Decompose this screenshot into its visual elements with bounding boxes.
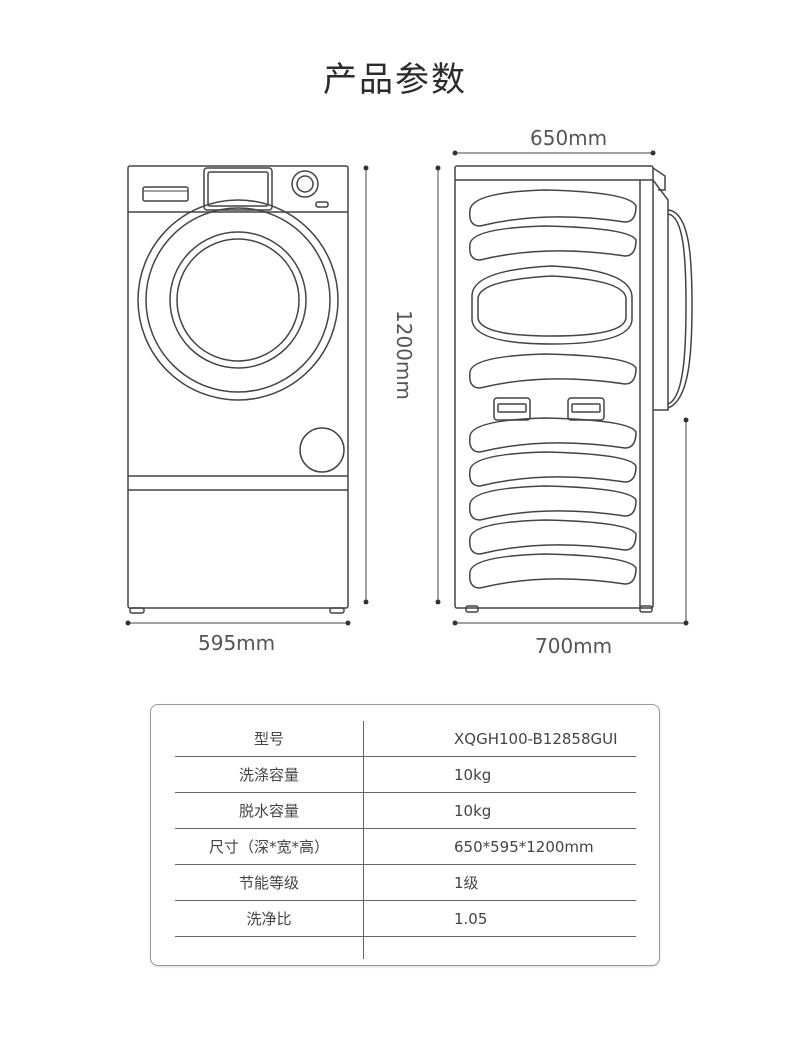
spec-value: 1.05	[363, 900, 636, 937]
spec-value: 10kg	[363, 792, 636, 829]
page-title: 产品参数	[323, 60, 467, 100]
washer-front-view	[127, 165, 349, 614]
spec-label: 脱水容量	[175, 792, 364, 829]
spec-row-dimensions: 尺寸（深*宽*高） 650*595*1200mm	[175, 828, 636, 865]
spec-row-spin-capacity: 脱水容量 10kg	[175, 792, 636, 829]
spec-value-empty	[364, 937, 637, 960]
spec-label: 节能等级	[175, 864, 364, 901]
spec-row-empty	[175, 936, 637, 960]
spec-label: 洗净比	[175, 900, 364, 937]
spec-label: 尺寸（深*宽*高）	[175, 828, 364, 865]
spec-label: 洗涤容量	[175, 756, 364, 793]
spec-label-empty	[175, 936, 364, 959]
spec-table: 型号 XQGH100-B12858GUI 洗涤容量 10kg 脱水容量 10kg…	[175, 721, 636, 959]
spec-value: XQGH100-B12858GUI	[363, 721, 636, 757]
spec-value: 1级	[363, 864, 636, 901]
dimension-lines	[128, 152, 687, 624]
spec-table-card: 型号 XQGH100-B12858GUI 洗涤容量 10kg 脱水容量 10kg…	[150, 704, 660, 966]
spec-row-model: 型号 XQGH100-B12858GUI	[175, 721, 636, 757]
depth-dimension-label: 650mm	[530, 126, 608, 150]
height-dimension-label: 1200mm	[392, 310, 416, 400]
spec-row-wash-capacity: 洗涤容量 10kg	[175, 756, 636, 793]
spec-row-wash-ratio: 洗净比 1.05	[175, 900, 636, 937]
width-dimension-label: 595mm	[198, 631, 276, 655]
spec-value: 650*595*1200mm	[363, 828, 636, 865]
washer-side-view	[454, 165, 693, 613]
spec-row-energy-grade: 节能等级 1级	[175, 864, 636, 901]
spec-label: 型号	[175, 721, 364, 757]
depth-door-open-dimension-label: 700mm	[535, 634, 613, 658]
spec-value: 10kg	[363, 756, 636, 793]
washer-dimension-diagram	[125, 150, 693, 626]
